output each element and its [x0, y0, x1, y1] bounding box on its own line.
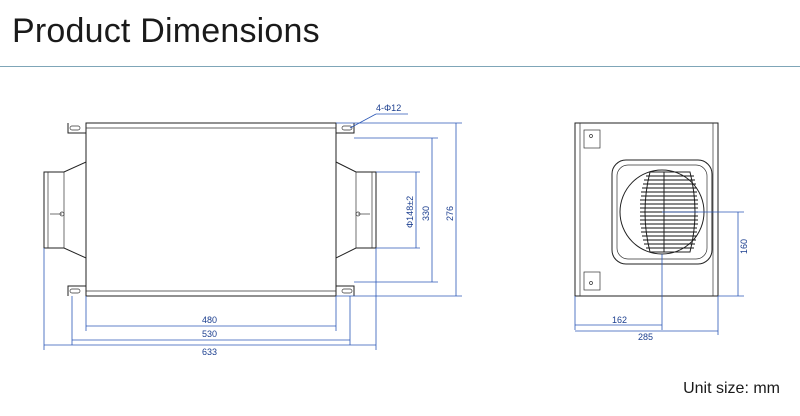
height-outer-label: 276	[445, 206, 455, 221]
height-center-label: 160	[739, 239, 749, 254]
width-mount-label: 530	[202, 329, 217, 339]
bracket-bottom-left	[67, 285, 86, 296]
fan-wheel	[640, 171, 698, 253]
width-offset-label: 162	[612, 315, 627, 325]
duct-diameter-label: Φ148±2	[405, 196, 415, 228]
width-total-label: 633	[202, 347, 217, 357]
height-inner-label: 330	[421, 206, 431, 221]
side-body	[574, 122, 719, 297]
corner-plate-bottom	[583, 271, 601, 291]
title-divider	[0, 66, 800, 67]
side-view	[574, 122, 719, 297]
page-title: Product Dimensions	[12, 12, 320, 50]
width-body-label: 480	[202, 315, 217, 325]
front-body	[85, 122, 337, 297]
bracket-bottom-right	[336, 285, 355, 296]
hole-callout-label: 4-Φ12	[376, 103, 401, 113]
corner-plate-top	[583, 129, 601, 149]
front-view	[43, 122, 377, 297]
bracket-top-left	[67, 123, 86, 134]
bracket-top-right	[336, 123, 355, 134]
width-total-side-label: 285	[638, 332, 653, 342]
front-dimensions: 4-Φ12 Φ148±2 330 276 480 530 633	[43, 103, 462, 357]
side-dimensions: 160 162 285	[574, 211, 749, 342]
unit-note: Unit size: mm	[683, 380, 780, 397]
duct-left	[43, 161, 87, 259]
